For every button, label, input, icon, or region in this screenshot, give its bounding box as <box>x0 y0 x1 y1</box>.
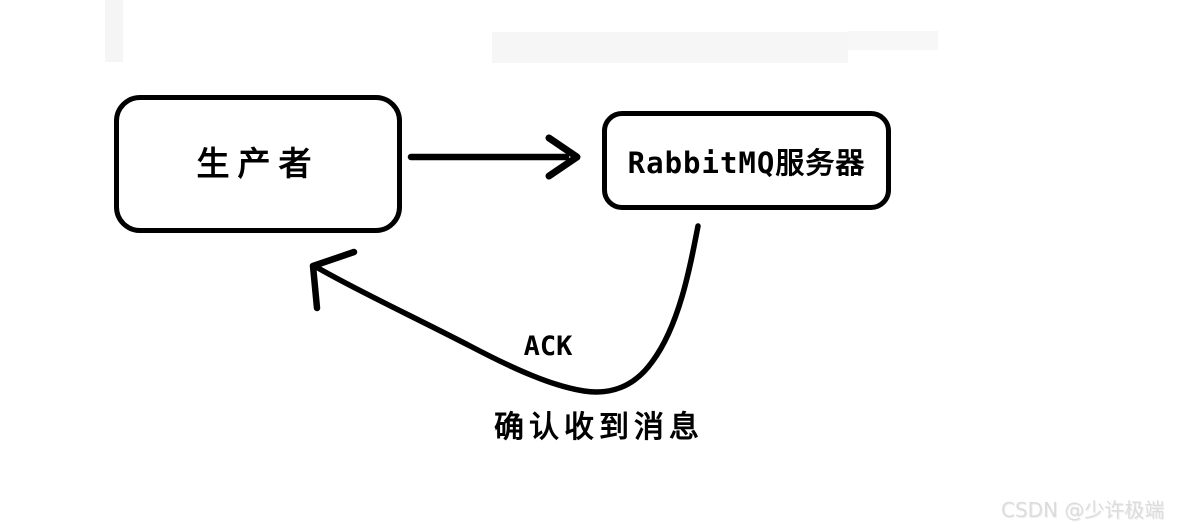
ack-caption: 确认收到消息 <box>494 410 704 445</box>
watermark-text: CSDN @少许极端 <box>1001 498 1165 522</box>
scan-artifact-strip <box>105 0 123 62</box>
ack-return-arrow-head <box>309 248 358 312</box>
message-flow-arrow-head <box>545 134 581 180</box>
scan-artifact-band <box>492 32 848 63</box>
rabbitmq-server-node: RabbitMQ服务器 <box>602 111 891 210</box>
rabbitmq-server-label: RabbitMQ服务器 <box>627 145 866 180</box>
producer-label: 生产者 <box>196 144 320 183</box>
producer-node: 生产者 <box>114 95 402 233</box>
scan-artifact-band-small <box>848 31 938 50</box>
ack-label: ACK <box>523 331 573 362</box>
ack-return-arrow <box>309 223 701 395</box>
ack-return-arrow-curve <box>315 223 701 395</box>
message-flow-arrow <box>407 134 581 180</box>
